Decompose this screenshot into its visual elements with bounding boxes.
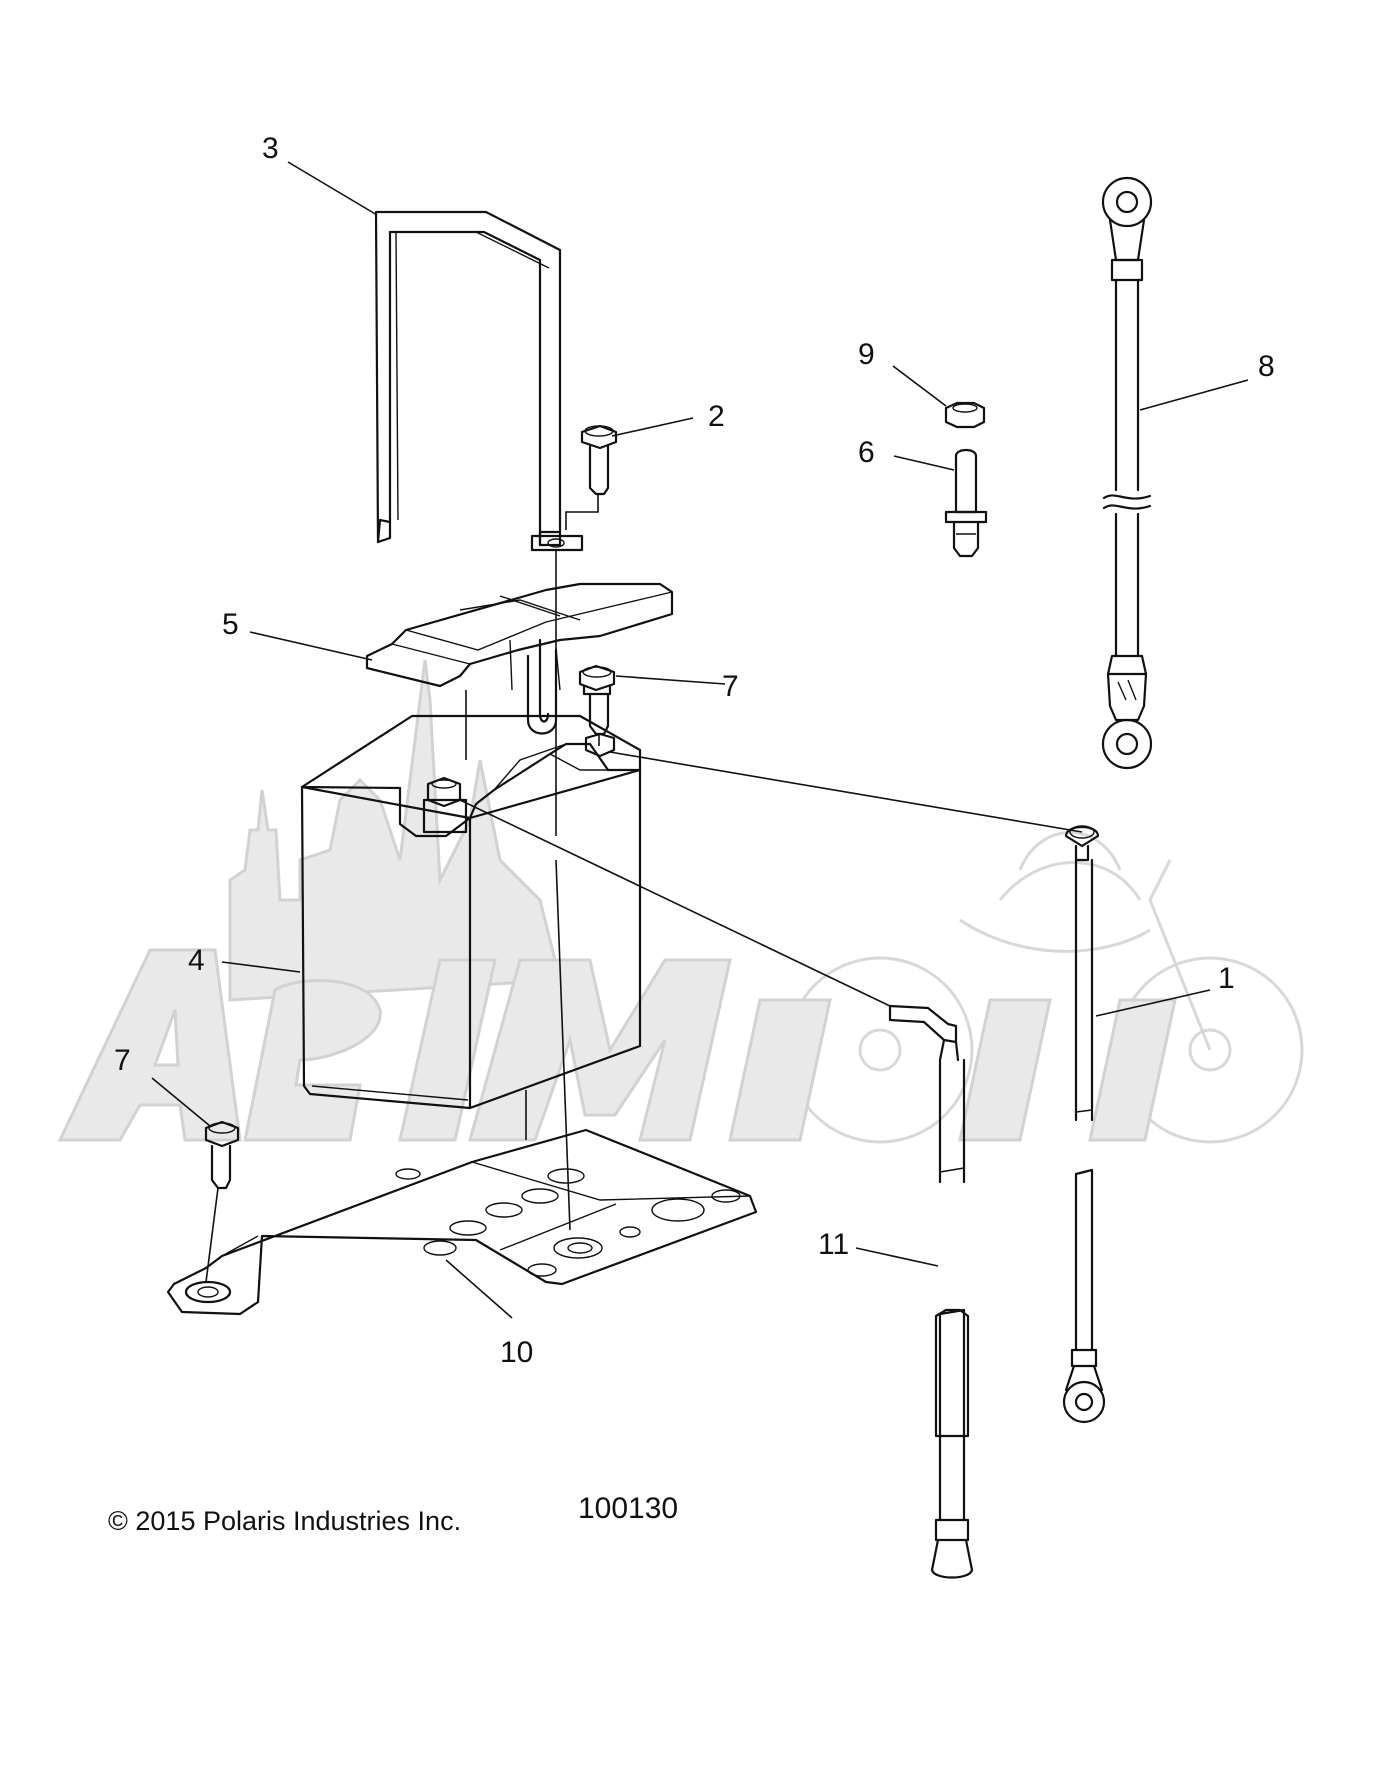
callout-label: 1: [1218, 962, 1235, 995]
diagram-number: 100130: [578, 1492, 678, 1525]
callout-label: 3: [262, 132, 279, 165]
battery-tray-10: [166, 1128, 758, 1316]
battery-pad-5: [365, 582, 674, 735]
cable-1: [1062, 825, 1106, 1424]
callout-label: 11: [818, 1228, 849, 1261]
callout-leaders: [151, 161, 1249, 1319]
callout-label: 7: [114, 1044, 131, 1077]
callout-label: 8: [1258, 350, 1275, 383]
callout-label: 9: [858, 338, 875, 371]
copyright-notice: © 2015 Polaris Industries Inc.: [108, 1506, 461, 1536]
battery-4: [300, 714, 642, 1110]
watermark-skyline: [228, 659, 562, 1002]
callout-label: 4: [188, 944, 205, 977]
bolt-2: [565, 424, 618, 530]
callout-label: 7: [722, 670, 739, 703]
watermark: [57, 659, 1304, 1144]
callout-label: 5: [222, 608, 239, 641]
callout-labels: 3 2 9 8 6 5 7 4 1 7 11 10: [114, 132, 1275, 1369]
callout-label: 6: [858, 436, 875, 469]
callout-label: 10: [500, 1336, 533, 1369]
bolt-7-lower: [204, 1120, 240, 1283]
nut-9: [944, 401, 986, 429]
cable-8: [1101, 176, 1153, 770]
stud-6: [944, 448, 988, 558]
watermark-motorcycle: [786, 831, 1304, 1144]
cable-11: [888, 1004, 974, 1579]
hold-down-strap: [374, 210, 584, 552]
watermark-lettering: [57, 948, 1177, 1142]
alignment-lines: [459, 550, 1083, 1231]
callout-label: 2: [708, 400, 725, 433]
